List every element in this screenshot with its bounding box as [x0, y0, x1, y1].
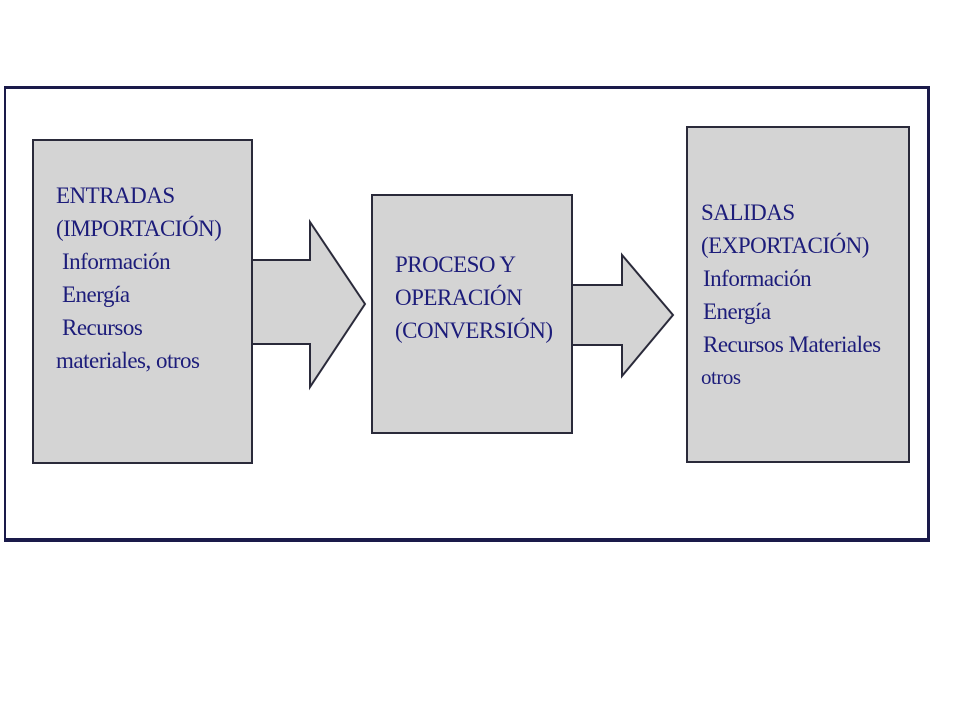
process-line-3: (CONVERSIÓN): [395, 318, 553, 343]
output-item-energy: Energía: [703, 299, 771, 324]
process-line-2: OPERACIÓN: [395, 285, 523, 310]
input-item-materials-others: materiales, otros: [56, 348, 200, 373]
process-box: PROCESO Y OPERACIÓN (CONVERSIÓN): [371, 194, 573, 434]
input-item-resources: Recursos: [62, 315, 143, 340]
output-box: SALIDAS (EXPORTACIÓN) Información Energí…: [686, 126, 910, 463]
output-subtitle: (EXPORTACIÓN): [701, 233, 869, 258]
output-item-others: otros: [701, 365, 741, 389]
input-item-energy: Energía: [62, 282, 130, 307]
process-line-1: PROCESO Y: [395, 252, 516, 277]
arrow-process-to-output: [571, 252, 675, 379]
input-title: ENTRADAS: [56, 183, 175, 208]
input-item-information: Información: [62, 249, 171, 274]
output-item-material-resources: Recursos Materiales: [703, 332, 881, 357]
input-box: ENTRADAS (IMPORTACIÓN) Información Energ…: [32, 139, 253, 464]
output-title: SALIDAS: [701, 200, 795, 225]
output-item-information: Información: [703, 266, 812, 291]
arrow-input-to-process: [251, 218, 367, 391]
input-subtitle: (IMPORTACIÓN): [56, 216, 222, 241]
